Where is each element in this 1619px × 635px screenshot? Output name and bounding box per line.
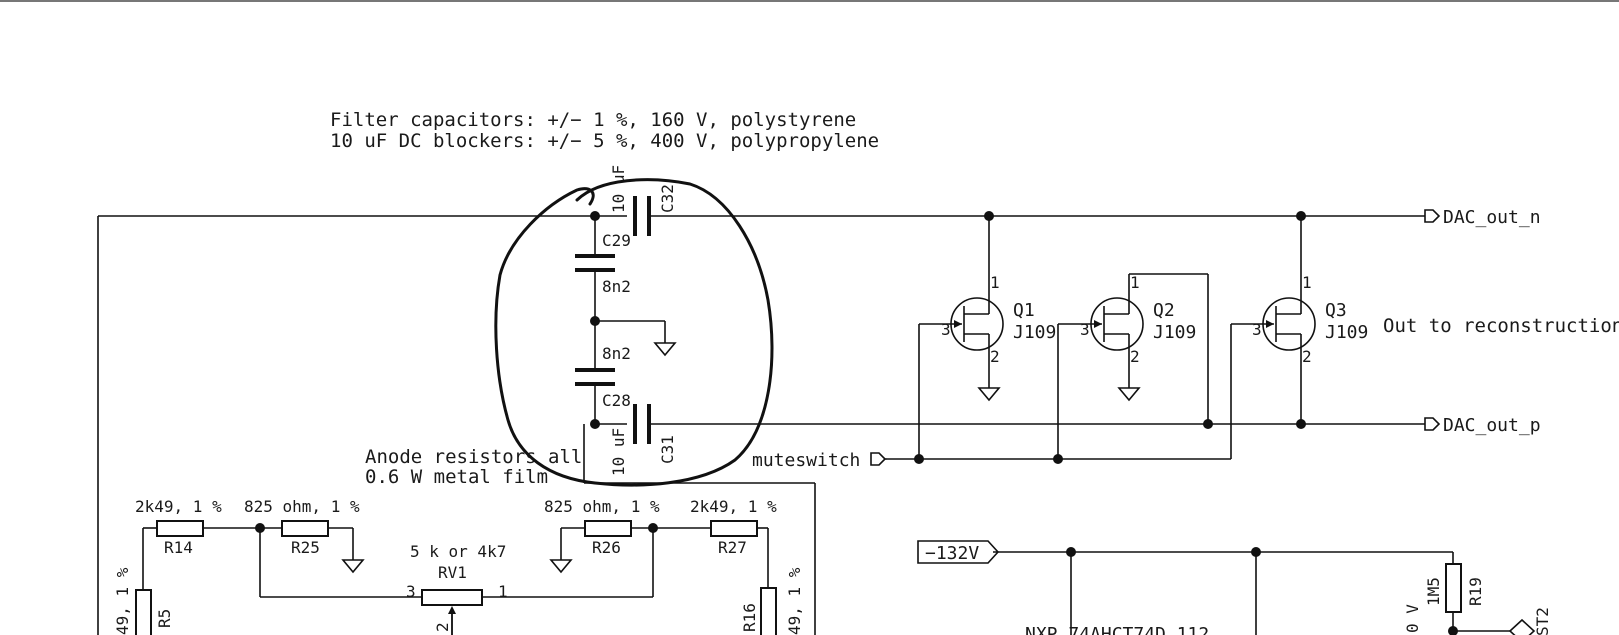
ic-partial-label: NXP 74AHCT74D 112 [1025, 624, 1209, 635]
q3-value: J109 [1325, 322, 1368, 343]
port-dac-out-p[interactable]: DAC_out_p [1424, 415, 1541, 436]
q2-source-pin: 2 [1130, 347, 1140, 366]
dac-out-n-label: DAC_out_n [1443, 207, 1541, 228]
r14-value: 2k49, 1 % [135, 497, 222, 516]
anode-note-line2: 0.6 W metal film [365, 466, 548, 488]
junctions [255, 211, 1458, 635]
port-muteswitch[interactable]: muteswitch [752, 450, 887, 471]
resistor-r27[interactable]: 2k49, 1 % R27 [690, 497, 777, 557]
c32-value: 10 uF [609, 165, 628, 213]
ground-icon [1117, 387, 1141, 402]
c28-ref: C28 [602, 391, 631, 410]
c29-value: 8n2 [602, 277, 631, 296]
q1-source-pin: 2 [990, 347, 1000, 366]
q2-value: J109 [1153, 322, 1196, 343]
partial-port-label: ST2 [1533, 607, 1552, 635]
ground-symbols [341, 342, 1141, 574]
ground-icon [341, 559, 365, 574]
r27-value: 2k49, 1 % [690, 497, 777, 516]
volt-partial-label: 0 V [1403, 604, 1422, 633]
hand-drawn-circle [494, 178, 774, 487]
r26-ref: R26 [592, 538, 621, 557]
filter-note: Filter capacitors: +/− 1 %, 160 V, polys… [330, 109, 879, 152]
q3-drain-pin: 1 [1302, 273, 1312, 292]
q1-ref: Q1 [1013, 300, 1035, 321]
rv1-pin2: 2 [433, 622, 452, 632]
dac-out-p-label: DAC_out_p [1443, 415, 1541, 436]
c29-ref: C29 [602, 231, 631, 250]
filter-note-line2: 10 uF DC blockers: +/− 5 %, 400 V, polyp… [330, 130, 879, 152]
capacitor-c28[interactable]: 8n2 C28 [575, 344, 631, 410]
filter-note-line1: Filter capacitors: +/− 1 %, 160 V, polys… [330, 109, 856, 131]
rv1-ref: RV1 [438, 563, 467, 582]
q3-source-pin: 2 [1302, 347, 1312, 366]
r16-ref: R16 [740, 603, 759, 632]
anode-note: Anode resistors all 0.6 W metal film [365, 446, 582, 488]
capacitor-c29[interactable]: C29 8n2 [575, 231, 631, 296]
rv1-pin1: 1 [498, 582, 508, 601]
port-partial[interactable]: ST2 [1508, 607, 1552, 635]
r14-ref: R14 [164, 538, 193, 557]
r16-value: 49, 1 % [785, 567, 804, 635]
muteswitch-label: muteswitch [752, 450, 860, 471]
q3-gate-pin: 3 [1252, 320, 1262, 339]
out-note: Out to reconstruction [1383, 315, 1619, 337]
neg-rail-label: −132V [925, 543, 979, 564]
anode-note-line1: Anode resistors all [365, 446, 582, 468]
q2-drain-pin: 1 [1130, 273, 1140, 292]
r27-ref: R27 [718, 538, 747, 557]
c31-ref: C31 [658, 435, 677, 464]
potentiometer-rv1[interactable]: 5 k or 4k7 RV1 3 1 2 [406, 542, 508, 635]
capacitor-c32[interactable]: 10 uF C32 [609, 165, 677, 236]
resistor-r14[interactable]: 2k49, 1 % R14 [135, 497, 222, 557]
ground-icon [549, 559, 573, 574]
resistor-r16[interactable]: R16 49, 1 % [740, 567, 804, 635]
r19-value: 1M5 [1424, 577, 1443, 606]
resistor-r5[interactable]: 49, 1 % R5 [113, 567, 174, 635]
q1-drain-pin: 1 [990, 273, 1000, 292]
r26-value: 825 ohm, 1 % [544, 497, 660, 516]
r25-ref: R25 [291, 538, 320, 557]
jfet-q3[interactable]: 1 3 2 Q3 J109 [1252, 273, 1368, 366]
r19-ref: R19 [1466, 577, 1485, 606]
resistor-r19[interactable]: 1M5 R19 [1424, 563, 1485, 613]
q1-gate-pin: 3 [941, 320, 951, 339]
r25-value: 825 ohm, 1 % [244, 497, 360, 516]
q2-ref: Q2 [1153, 300, 1175, 321]
rv1-pin3: 3 [406, 582, 416, 601]
q1-value: J109 [1013, 322, 1056, 343]
capacitor-c31[interactable]: 10 uF C31 [609, 404, 677, 476]
q2-gate-pin: 3 [1080, 320, 1090, 339]
resistor-r25[interactable]: 825 ohm, 1 % R25 [244, 497, 360, 557]
ground-icon [977, 387, 1001, 402]
jfet-q1[interactable]: 1 3 2 Q1 J109 [941, 273, 1056, 366]
c32-ref: C32 [658, 184, 677, 213]
q3-ref: Q3 [1325, 300, 1347, 321]
rv1-value: 5 k or 4k7 [410, 542, 506, 561]
r5-ref: R5 [155, 609, 174, 628]
jfet-q2[interactable]: 1 3 2 Q2 J109 [1080, 273, 1196, 366]
resistor-r26[interactable]: 825 ohm, 1 % R26 [544, 497, 660, 557]
c31-value: 10 uF [609, 428, 628, 476]
port-neg-rail[interactable]: −132V [917, 540, 1000, 564]
port-dac-out-n[interactable]: DAC_out_n [1424, 207, 1541, 228]
ground-icon [653, 342, 677, 357]
c28-value: 8n2 [602, 344, 631, 363]
r5-value: 49, 1 % [113, 567, 132, 635]
